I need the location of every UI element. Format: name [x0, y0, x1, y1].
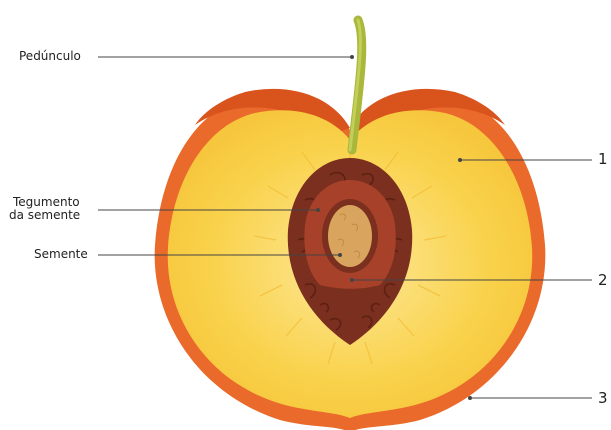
label-seed: Semente	[34, 248, 88, 261]
seed	[328, 205, 372, 267]
label-number-3: 3	[598, 389, 608, 407]
label-seed-coat-line2: da semente	[9, 209, 80, 222]
label-peduncle: Pedúnculo	[19, 50, 81, 63]
label-number-2: 2	[598, 271, 608, 289]
label-number-1: 1	[598, 150, 608, 168]
